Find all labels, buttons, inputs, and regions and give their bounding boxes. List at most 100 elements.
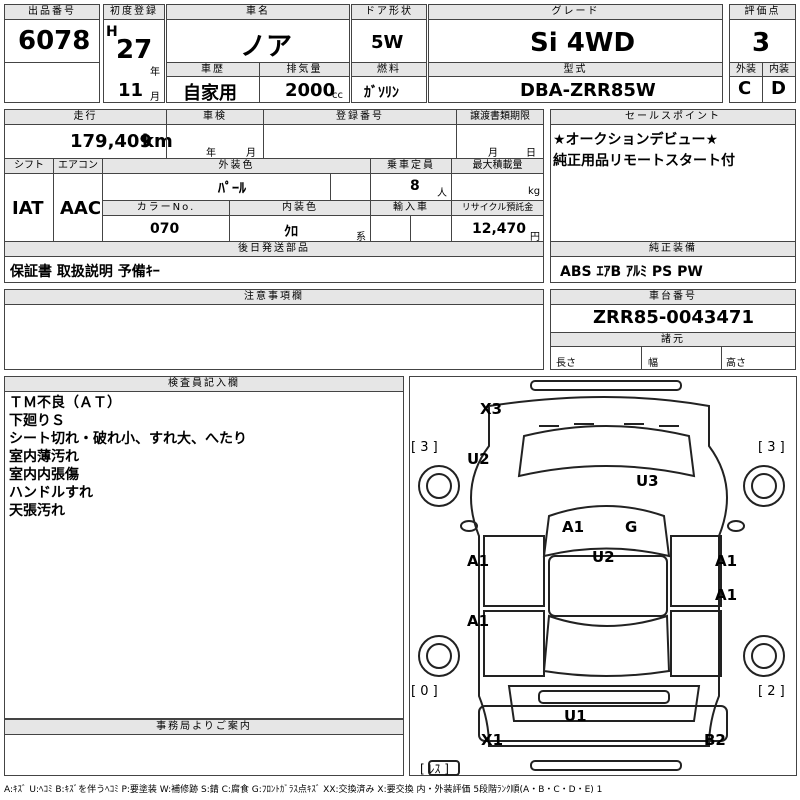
interior-grade-value: D	[771, 78, 786, 99]
registration-number-cell	[263, 124, 457, 159]
score-label: 評価点	[729, 4, 796, 20]
recycle-deposit-unit: 円	[530, 232, 540, 243]
lot-number-label: 出品番号	[4, 4, 100, 20]
sales-point-label: セールスポイント	[550, 109, 796, 125]
month-value: 11	[118, 80, 144, 101]
interior-color-label: 内装色	[229, 200, 371, 216]
exterior-grade-value: C	[738, 78, 752, 99]
shift-label: シフト	[4, 158, 54, 174]
car-diagram-frame	[409, 376, 797, 776]
mileage-label: 走行	[4, 109, 167, 125]
ac-label: エアコン	[53, 158, 103, 174]
inspection-label: 車検	[166, 109, 264, 125]
inspection-year-unit: 年	[206, 148, 216, 159]
year-value: 27	[116, 35, 153, 65]
exterior-grade-label: 外装	[729, 62, 763, 77]
chassis-number-value: ZRR85-0043471	[593, 307, 754, 328]
later-parts-cell	[4, 256, 544, 283]
damage-mark-b2: B2	[704, 731, 726, 749]
interior-color-value: ｸﾛ	[284, 224, 298, 240]
later-parts-value: 保証書 取扱説明 予備ｷｰ	[10, 264, 160, 280]
history-value: 自家用	[183, 83, 237, 104]
recycle-deposit-label: リサイクル預託金	[451, 200, 544, 216]
inspector-comments-label: 検査員記入欄	[4, 376, 404, 392]
history-label: 車歴	[166, 62, 260, 77]
tire-left-rear: [ 0 ]	[411, 684, 438, 699]
first-registration-label: 初度登録	[103, 4, 165, 20]
transfer-deadline-label: 譲渡書類期限	[456, 109, 544, 125]
registration-number-label: 登録番号	[263, 109, 457, 125]
damage-mark-u2-top: U2	[467, 450, 490, 468]
mileage-value: 179,409	[70, 131, 152, 152]
office-notice-label: 事務局よりご案内	[4, 719, 404, 735]
exterior-color-value: ﾊﾟｰﾙ	[218, 181, 246, 197]
displacement-value: 2000	[285, 80, 336, 101]
capacity-unit: 人	[437, 188, 447, 199]
model-cell	[428, 76, 723, 103]
inspector-line-6: ハンドルすれ	[9, 485, 93, 501]
interior-color-unit: 系	[356, 232, 366, 243]
notes-label: 注意事項欄	[4, 289, 544, 305]
displacement-unit: cc	[332, 90, 343, 101]
damage-mark-a1-left-front: A1	[467, 552, 490, 570]
max-load-label: 最大積載量	[451, 158, 544, 174]
fuel-cell	[351, 76, 427, 103]
notes-cell	[4, 304, 544, 370]
damage-mark-u2-mid: U2	[592, 548, 615, 566]
shift-value: IAT	[12, 198, 44, 219]
width-label: 幅	[648, 358, 658, 369]
grade-label: グレード	[428, 4, 723, 20]
year-unit: 年	[150, 67, 160, 78]
mileage-unit: km	[142, 131, 173, 152]
sales-point-line-2: 純正用品リモートスタート付	[553, 153, 735, 169]
inspector-line-4: 室内薄汚れ	[9, 449, 79, 465]
spec-label: 諸元	[550, 332, 796, 347]
interior-grade-label: 内装	[762, 62, 796, 77]
height-label: 高さ	[726, 358, 746, 369]
color-number-label: カラーNo.	[102, 200, 230, 216]
first-registration-cell	[103, 19, 165, 103]
fuel-value: ｶﾞｿﾘﾝ	[364, 85, 399, 101]
inspector-line-2: 下廻りＳ	[9, 413, 65, 429]
damage-mark-x1: X1	[481, 731, 504, 749]
damage-mark-u1: U1	[564, 707, 587, 725]
tire-right-rear: [ 2 ]	[758, 684, 785, 699]
damage-mark-a1-right-front: A1	[715, 552, 738, 570]
month-unit: 月	[150, 92, 160, 103]
ac-value: AAC	[60, 198, 102, 219]
equipment-label: 純正装備	[550, 241, 796, 257]
tire-right-front: [ 3 ]	[758, 440, 785, 455]
displacement-label: 排気量	[259, 62, 350, 77]
door-type-label: ドア形状	[351, 4, 427, 20]
equipment-cell	[550, 256, 796, 283]
model-value: DBA-ZRR85W	[520, 80, 656, 101]
length-label: 長さ	[556, 358, 576, 369]
capacity-label: 乗車定員	[370, 158, 452, 174]
transfer-month-unit: 月	[488, 148, 498, 159]
displacement-cell	[259, 76, 350, 103]
color-number-value: 070	[150, 221, 180, 237]
inspector-comments-cell	[4, 391, 404, 719]
recycle-deposit-value: 12,470	[472, 221, 527, 237]
office-notice-cell	[4, 734, 404, 776]
lot-number-blank	[4, 62, 100, 103]
inspection-month-unit: 月	[246, 148, 256, 159]
score-value: 3	[752, 28, 771, 58]
grade-value: Si 4WD	[530, 28, 636, 58]
damage-mark-x3: X3	[480, 400, 503, 418]
car-name-value: ノア	[240, 32, 293, 62]
import-label: 輸入車	[370, 200, 452, 216]
damage-mark-g: G	[625, 518, 638, 536]
transfer-day-unit: 日	[526, 148, 536, 159]
door-type-value: 5W	[371, 32, 404, 53]
exterior-color-label: 外装色	[102, 158, 371, 174]
damage-mark-u3: U3	[636, 472, 659, 490]
equipment-value: ABS ｴｱB ｱﾙﾐ PS PW	[560, 264, 703, 280]
spec-cell	[550, 346, 796, 370]
later-parts-label: 後日発送部品	[4, 241, 544, 257]
damage-mark-a1-hood: A1	[562, 518, 585, 536]
chassis-number-label: 車台番号	[550, 289, 796, 305]
capacity-value: 8	[410, 178, 420, 194]
spare-tire: [ ﾚｽ ]	[420, 762, 449, 776]
inspector-line-1: ＴＭ不良（ＡＴ）	[9, 395, 121, 411]
